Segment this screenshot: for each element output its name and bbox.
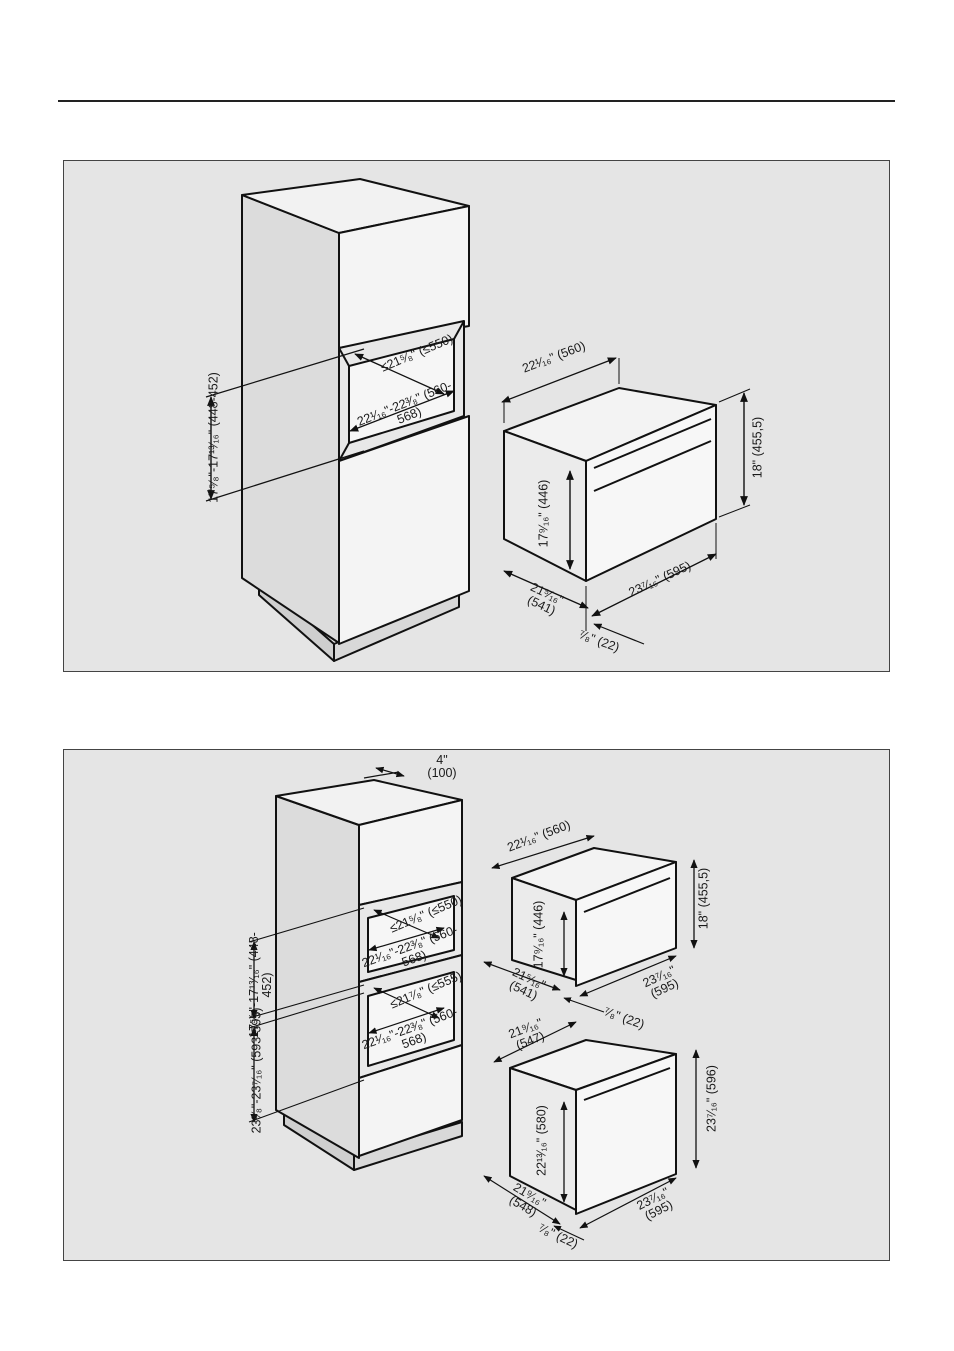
upper-appliance-body-height-label: 17⁹⁄₁₆" (446) [531, 900, 546, 969]
top-clearance-label: 4" (100) [427, 753, 457, 780]
single-installation-drawing [205, 178, 751, 662]
niche-height-label: 17⁵⁄₈"-17¹³⁄₁₆" (448-452) [206, 372, 221, 503]
appliance-front [585, 404, 717, 582]
lower-appliance-body-height-label: 22¹³⁄₁₆" (580) [534, 1105, 549, 1176]
diagram-single-oven-installation: ≤21⁵⁄₈" (≤550) 22¹⁄₁₆"-22³⁄₈" (560-568) … [63, 160, 890, 672]
cabinet-side [241, 194, 340, 644]
cabinet-side [275, 795, 360, 1159]
lower-niche-height-label: 23³⁄₈"-23⁷⁄₁₆" (593-595) [249, 1007, 264, 1134]
bottom-cabinet-door [358, 1044, 463, 1157]
double-installation-drawing [248, 766, 700, 1241]
upper-appliance-front [575, 861, 677, 987]
upper-appliance-height-label: 18" (455,5) [696, 867, 711, 930]
header-rule [58, 100, 895, 102]
appliance-height-label: 18" (455,5) [750, 416, 765, 479]
appliance-body-height-label: 17⁹⁄₁₆" (446) [536, 479, 551, 548]
lower-appliance-height-label: 23⁷⁄₁₆" (596) [704, 1065, 719, 1132]
diagram-double-oven-installation: 4" (100) ≤21⁵⁄₈" (≤550) 22¹⁄₁₆"-22³⁄₈" (… [63, 749, 890, 1261]
